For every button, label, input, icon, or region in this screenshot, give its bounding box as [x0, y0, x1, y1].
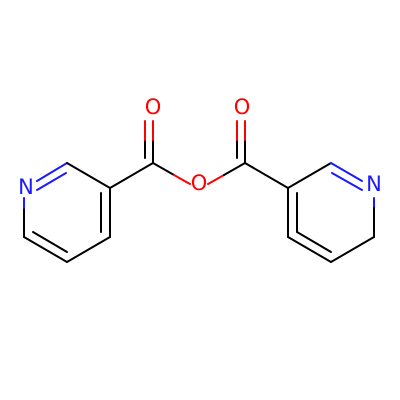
- bond-obridge-c-right-a: [207, 174, 225, 185]
- bond-ring-carbonyl-left: [109, 162, 154, 189]
- bond-c2-n-inner-right: [331, 172, 363, 191]
- bond-c2-n-inner-left: [36, 172, 67, 191]
- atom-labels: N N O O O: [18, 95, 382, 199]
- bond-c5-c4-inner-right: [296, 231, 332, 253]
- bond-carbonyl-ring-right: [244, 162, 289, 189]
- bond-c5-c6-inner-left: [32, 231, 68, 253]
- bond-c6-c5-right: [330, 236, 375, 263]
- bond-c5-c4-right: [287, 236, 332, 263]
- bond-c4-c5-left: [66, 236, 111, 263]
- bond-c-obridge-left-b: [173, 174, 191, 185]
- bond-obridge-c-right-b: [223, 162, 246, 176]
- atom-o-carbonyl-left: O: [145, 95, 162, 119]
- atom-o-carbonyl-right: O: [234, 95, 251, 119]
- bond-c3-c2-right: [287, 162, 332, 189]
- bond-n-c2-left: [36, 162, 68, 182]
- bond-c2-c3-left: [66, 162, 111, 189]
- atom-o-bridge: O: [191, 171, 208, 195]
- bond-c5-c6-left: [23, 236, 68, 263]
- bond-lines: [23, 120, 375, 263]
- atom-n-left: N: [18, 175, 34, 199]
- atom-n-right: N: [366, 172, 382, 196]
- bond-c-obridge-left-a: [152, 162, 175, 176]
- bond-c2-n-right: [330, 162, 363, 182]
